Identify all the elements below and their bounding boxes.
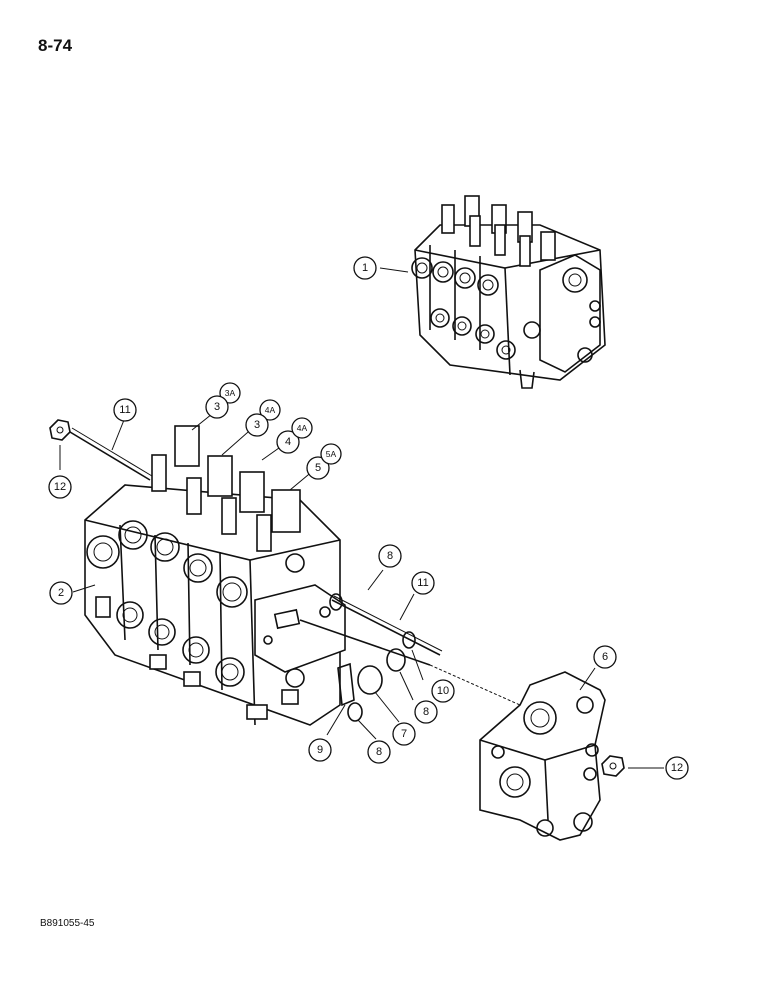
callout-9: 9 xyxy=(308,738,332,762)
svg-text:12: 12 xyxy=(671,762,683,774)
svg-text:3: 3 xyxy=(214,401,220,413)
callout-3-top: 3 xyxy=(205,395,229,419)
assembled-valve-illustration xyxy=(411,195,606,389)
callout-2: 2 xyxy=(49,581,73,605)
svg-text:8: 8 xyxy=(376,746,382,758)
callout-8-mid: 8 xyxy=(414,700,438,724)
svg-text:9: 9 xyxy=(317,744,323,756)
valve-body-illustration xyxy=(84,425,346,726)
svg-text:7: 7 xyxy=(401,728,407,740)
svg-text:3: 3 xyxy=(254,419,260,431)
callout-3-mid: 3 xyxy=(245,413,269,437)
callout-10: 10 xyxy=(431,679,455,703)
callout-8-bot: 8 xyxy=(367,740,391,764)
callout-8-top: 8 xyxy=(378,544,402,568)
hex-nut-right xyxy=(601,755,625,777)
page-number: 8-74 xyxy=(38,36,73,55)
o-rings-illustration xyxy=(329,593,416,722)
svg-text:8: 8 xyxy=(387,550,393,562)
svg-text:6: 6 xyxy=(602,651,608,663)
callout-7: 7 xyxy=(392,722,416,746)
svg-text:2: 2 xyxy=(58,587,64,599)
callout-4: 4 xyxy=(276,430,300,454)
svg-text:12: 12 xyxy=(54,481,66,493)
callout-3a: 3A xyxy=(219,382,241,404)
callout-11-right: 11 xyxy=(411,571,435,595)
svg-text:10: 10 xyxy=(437,685,449,697)
callout-4a-mid: 4A xyxy=(291,417,313,439)
end-cover-illustration xyxy=(479,671,606,841)
callout-12-left: 12 xyxy=(48,475,72,499)
figure-code: B891055-45 xyxy=(40,918,95,929)
svg-text:8: 8 xyxy=(423,706,429,718)
svg-text:4A: 4A xyxy=(265,405,276,415)
callout-6: 6 xyxy=(593,645,617,669)
callout-1: 1 xyxy=(353,256,377,280)
svg-text:11: 11 xyxy=(119,404,130,416)
svg-text:11: 11 xyxy=(417,577,428,589)
svg-text:4A: 4A xyxy=(297,423,308,433)
svg-text:4: 4 xyxy=(285,436,291,448)
svg-text:1: 1 xyxy=(362,262,368,274)
svg-text:5A: 5A xyxy=(326,449,337,459)
callout-11-left: 11 xyxy=(113,398,137,422)
callout-4a-top: 4A xyxy=(259,399,281,421)
svg-text:3A: 3A xyxy=(225,388,236,398)
callout-12-right: 12 xyxy=(665,756,689,780)
callout-5a: 5A xyxy=(320,443,342,465)
tie-rod-illustration xyxy=(69,427,443,666)
svg-text:5: 5 xyxy=(315,462,321,474)
callout-5: 5 xyxy=(306,456,330,480)
hex-nut-left xyxy=(49,419,71,441)
alignment-line xyxy=(429,664,521,706)
